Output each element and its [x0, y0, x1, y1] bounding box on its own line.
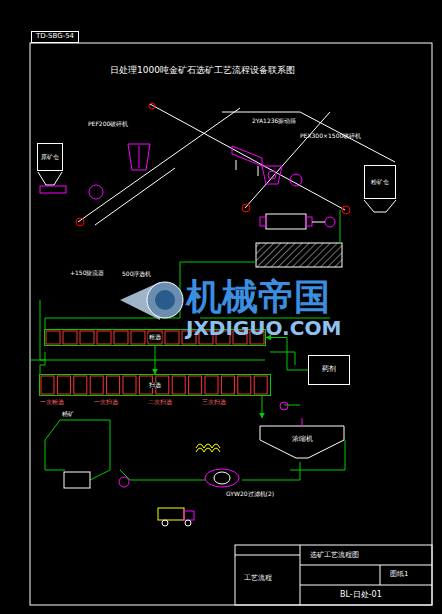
pulp-flow: [262, 396, 263, 418]
title-block-cell: 图纸1: [390, 571, 408, 579]
equipment-label: +150旋流器: [70, 270, 104, 277]
title-block-cell: 工艺流程: [244, 575, 272, 583]
spiral-classifier: [256, 210, 342, 267]
truck: [158, 508, 194, 526]
pulp-pipes: [30, 262, 345, 480]
node-text: 粉矿仓: [370, 179, 390, 186]
node-text: TD-SBG-54: [35, 33, 75, 41]
pulp-flow: [155, 346, 156, 374]
equipment-label: PEX300×1500破碎机: [300, 133, 361, 140]
flotation-cells: [41, 331, 267, 394]
ball-mill: [260, 214, 335, 229]
stage-label: 三次扫选: [202, 399, 226, 406]
jaw-crusher: [89, 144, 150, 199]
watermark: JXDIGUO.COM: [186, 317, 341, 339]
node-text: 药剂: [321, 366, 337, 374]
reagent-box: 药剂: [308, 355, 350, 385]
drawing-title: 日处理1000吨金矿石选矿工艺流程设备联系图: [110, 66, 295, 76]
equipment-label: 500浮选机: [122, 271, 151, 278]
feed-chute: [38, 172, 396, 212]
node-text: 浓缩机: [291, 436, 314, 444]
equipment-label: PEF200破碎机: [88, 121, 128, 128]
title-block-cell: BL-日处-01: [340, 591, 382, 600]
node-text: 粗选: [148, 334, 162, 341]
equipment-label: GYW20过滤机(2): [226, 491, 274, 498]
fine-ore-bin: 粉矿仓: [364, 165, 396, 199]
pumps: [64, 402, 288, 488]
ore-bin: 原矿仓: [37, 143, 63, 171]
filter-drum: [205, 469, 239, 487]
watermark: 机械帝国: [186, 277, 330, 317]
conveyor-belts: [78, 104, 395, 225]
title-block-cell: 选矿工艺流程图: [310, 552, 359, 560]
cone-crusher: [262, 166, 302, 186]
drawing-tag: TD-SBG-54: [31, 31, 79, 43]
equipment-label: 2YA1236振动筛: [252, 118, 296, 125]
stage-label: 一次扫选: [94, 399, 118, 406]
pulp-flow: [266, 338, 308, 371]
thickener: 浓缩机: [258, 418, 346, 462]
drawing-frame: [30, 43, 432, 605]
node-text: 扫选: [148, 382, 162, 389]
stream-label: 精矿: [62, 411, 74, 418]
stage-label: 二次扫选: [148, 399, 172, 406]
node-text: 原矿仓: [40, 154, 60, 161]
scavenger-bank: 扫选: [39, 374, 271, 396]
title-block: [235, 545, 432, 605]
vibrating-screen: [232, 146, 262, 176]
stage-label: 一次粗选: [40, 399, 64, 406]
springs: [196, 444, 220, 452]
motors: [76, 103, 350, 226]
